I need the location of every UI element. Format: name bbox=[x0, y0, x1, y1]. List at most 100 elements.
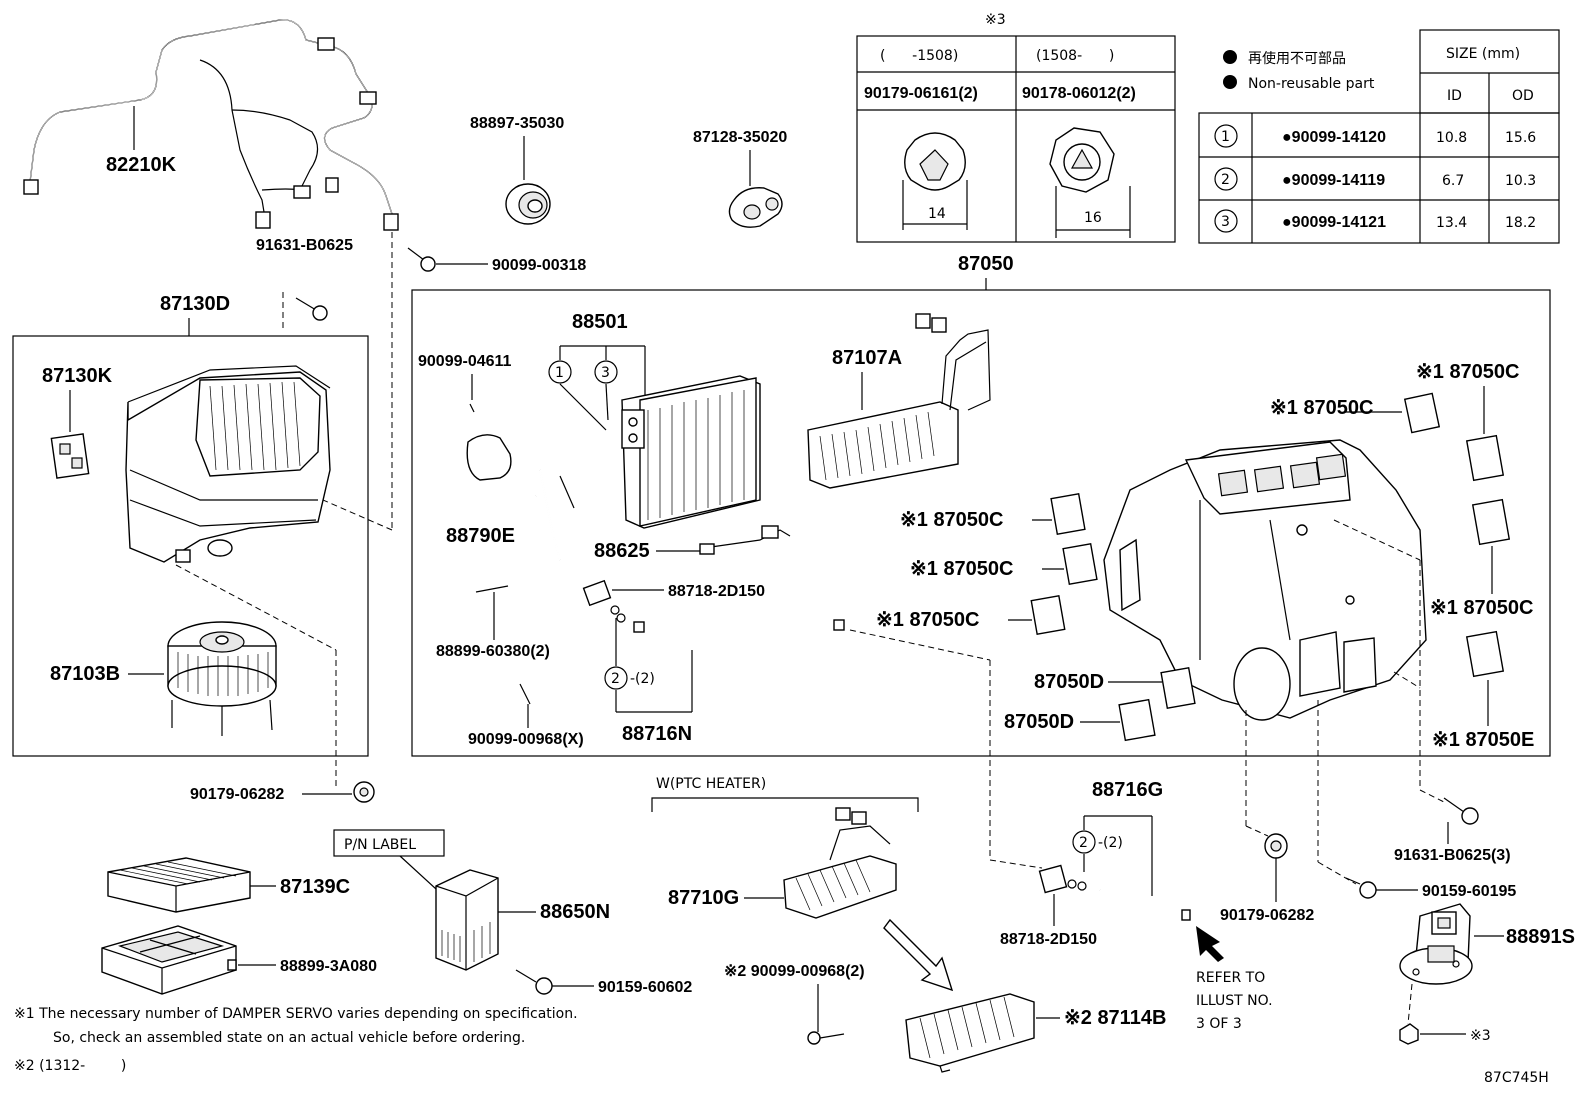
clip-nut-icon bbox=[1264, 833, 1288, 859]
size-row-id: 6.7 bbox=[1442, 173, 1464, 189]
wire-harness-82210K bbox=[23, 19, 399, 231]
servo-icon bbox=[1465, 630, 1505, 678]
footnote-1-line1: ※1 The necessary number of DAMPER SERVO … bbox=[14, 1006, 578, 1022]
label-90179-06282-right: 90179-06282 bbox=[1220, 907, 1314, 924]
label-90159-60602: 90159-60602 bbox=[598, 979, 692, 996]
label-87130K: 87130K bbox=[42, 365, 113, 387]
refer-line3: 3 OF 3 bbox=[1196, 1016, 1242, 1032]
size-row-num: 3 bbox=[1221, 214, 1230, 230]
blower-motor-fan bbox=[167, 621, 277, 736]
label-pn-label: P/N LABEL bbox=[344, 837, 416, 853]
label-88899-60380: 88899-60380(2) bbox=[436, 643, 550, 660]
servo-icon bbox=[1160, 667, 1196, 709]
label-87050D-2: 87050D bbox=[1004, 711, 1074, 733]
label-88790E: 88790E bbox=[446, 525, 515, 547]
ptc-heater-core bbox=[783, 807, 897, 919]
refer-line2: ILLUST NO. bbox=[1196, 993, 1273, 1009]
label-90099-00968-2: ※2 90099-00968(2) bbox=[724, 963, 865, 980]
label-88650N: 88650N bbox=[540, 901, 610, 923]
bolt-icon bbox=[1443, 797, 1479, 825]
footnote-1-line2: So, check an assembled state on an actua… bbox=[53, 1030, 525, 1046]
circle-num: 1 bbox=[555, 365, 564, 381]
duct-seal-icon bbox=[728, 187, 783, 228]
grommet-icon bbox=[505, 183, 551, 225]
label-90159-60195: 90159-60195 bbox=[1422, 883, 1516, 900]
circle-num: 2 bbox=[1079, 835, 1088, 851]
label-82210K: 82210K bbox=[106, 154, 177, 176]
circle-num: 3 bbox=[601, 365, 610, 381]
label-87710G: 87710G bbox=[668, 887, 739, 909]
label-87050: 87050 bbox=[958, 253, 1014, 275]
label-90099-00318: 90099-00318 bbox=[492, 257, 586, 274]
thermistor bbox=[699, 525, 791, 555]
servo-icon bbox=[1030, 595, 1066, 635]
circle-num: 2 bbox=[611, 671, 620, 687]
size-row-num: 1 bbox=[1221, 129, 1230, 145]
note3-ref: ※3 bbox=[1470, 1028, 1491, 1044]
seal-size-table: SIZE (mm) ID OD 1 ●90099-14120 10.8 15.6… bbox=[1198, 29, 1560, 244]
blower-housing bbox=[125, 365, 331, 563]
blower-assembly-box bbox=[12, 335, 369, 757]
label-88718-2D150-bottom: 88718-2D150 bbox=[1000, 931, 1097, 948]
non-reusable-bullet-icon bbox=[1223, 50, 1237, 64]
label-91631-B0625-3: 91631-B0625(3) bbox=[1394, 847, 1511, 864]
bolt-icon bbox=[515, 969, 553, 995]
label-87050C-1: ※1 87050C bbox=[1270, 397, 1374, 419]
size-row-part: ●90099-14119 bbox=[1282, 172, 1385, 189]
clip-icon-14: 14 bbox=[902, 132, 968, 230]
fitting-icon bbox=[582, 579, 626, 623]
pipe-88716G bbox=[1067, 879, 1191, 921]
size-row-id: 10.8 bbox=[1436, 130, 1467, 146]
size-row-od: 10.3 bbox=[1505, 173, 1536, 189]
label-88899-3A080: 88899-3A080 bbox=[280, 958, 377, 975]
air-filter-87139C bbox=[107, 857, 251, 913]
label-91631-B0625: 91631-B0625 bbox=[256, 237, 353, 254]
label-87130D: 87130D bbox=[160, 293, 230, 315]
screw-icon bbox=[807, 1031, 845, 1045]
footnote-2: ※2 (1312- ) bbox=[14, 1058, 126, 1074]
servo-icon bbox=[1403, 392, 1441, 434]
clip-size-table: ( -1508) (1508- ) 90179-06161(2) 90178-0… bbox=[856, 35, 1176, 243]
label-87107A: 87107A bbox=[832, 347, 902, 369]
diagram-code: 87C745H bbox=[1484, 1070, 1549, 1086]
heater-core bbox=[807, 313, 991, 489]
label-87114B: ※2 87114B bbox=[1064, 1007, 1166, 1029]
circle2-qty-a: -(2) bbox=[630, 671, 655, 687]
table3-col2-range: (1508- ) bbox=[1036, 48, 1114, 64]
screw-icon bbox=[475, 585, 509, 593]
screw-icon bbox=[519, 683, 531, 705]
label-87050C-3: ※1 87050C bbox=[900, 509, 1004, 531]
size-row-id: 13.4 bbox=[1436, 215, 1467, 231]
label-90099-04611: 90099-04611 bbox=[418, 353, 512, 370]
label-88891S: 88891S bbox=[1506, 926, 1575, 948]
size-row-part: ●90099-14121 bbox=[1282, 214, 1386, 231]
label-87050C-2: ※1 87050C bbox=[1416, 361, 1520, 383]
expansion-valve bbox=[466, 434, 575, 561]
servo-icon bbox=[50, 433, 90, 479]
bolt-icon bbox=[295, 297, 328, 321]
air-filter-frame bbox=[101, 925, 237, 995]
label-88716G: 88716G bbox=[1092, 779, 1163, 801]
label-87139C: 87139C bbox=[280, 876, 350, 898]
servo-icon bbox=[1062, 543, 1098, 585]
pn-label-box bbox=[333, 829, 445, 857]
table3-col1-size: 14 bbox=[928, 206, 946, 222]
servo-motor-88891S bbox=[1399, 903, 1473, 985]
servo-icon bbox=[1050, 493, 1086, 535]
refer-line1: REFER TO bbox=[1196, 970, 1265, 986]
servo-icon bbox=[1465, 434, 1505, 482]
label-88718-2D150-top: 88718-2D150 bbox=[668, 583, 765, 600]
size-table-col-id: ID bbox=[1447, 88, 1462, 104]
label-87050E: ※1 87050E bbox=[1432, 729, 1534, 751]
circle2-qty-b: -(2) bbox=[1098, 835, 1123, 851]
main-unit-box bbox=[411, 289, 1551, 757]
bolt-icon bbox=[469, 403, 475, 413]
fitting-icon bbox=[1038, 864, 1068, 894]
table3-col2-size: 16 bbox=[1084, 210, 1102, 226]
table3-col1-range: ( -1508) bbox=[880, 48, 958, 64]
label-87050D-1: 87050D bbox=[1034, 671, 1104, 693]
label-87128-35020: 87128-35020 bbox=[693, 129, 787, 146]
control-module-88650N bbox=[435, 869, 499, 971]
size-table-col-od: OD bbox=[1512, 88, 1534, 104]
